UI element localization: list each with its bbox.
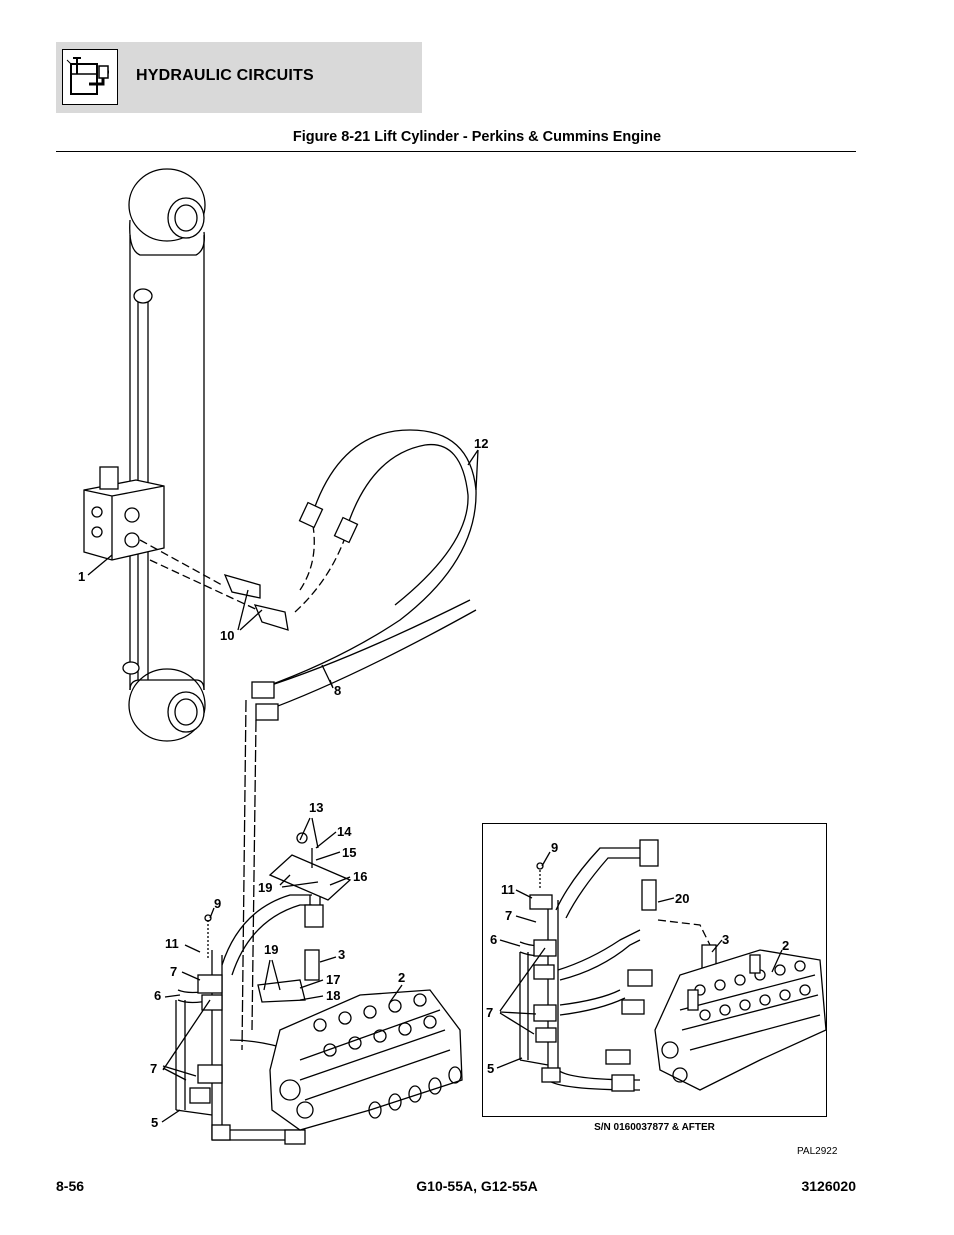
- callout-3: 3: [338, 947, 345, 962]
- callout-1: 1: [78, 569, 85, 584]
- callout-13: 13: [309, 800, 323, 815]
- section-header: HYDRAULIC CIRCUITS: [56, 42, 422, 113]
- callout-14: 14: [337, 824, 352, 839]
- callout-19a: 19: [258, 880, 272, 895]
- drawing-id: PAL2922: [797, 1146, 838, 1157]
- callout-7b: 7: [150, 1061, 157, 1076]
- page-number: 8-56: [56, 1178, 85, 1194]
- callout-18: 18: [326, 988, 340, 1003]
- section-title: HYDRAULIC CIRCUITS: [136, 67, 314, 84]
- callout-6: 6: [154, 988, 161, 1003]
- inset-callout-7b: 7: [486, 1005, 493, 1020]
- callout-19b: 19: [264, 942, 278, 957]
- callout-15: 15: [342, 845, 356, 860]
- title-rule: [56, 151, 856, 152]
- inset-callout-7a: 7: [505, 908, 512, 923]
- inset-callout-6: 6: [490, 932, 497, 947]
- inset-callout-5: 5: [487, 1061, 494, 1076]
- inset-callout-20: 20: [675, 891, 689, 906]
- callout-9: 9: [214, 896, 221, 911]
- inset-callout-11: 11: [501, 882, 515, 897]
- callout-10: 10: [220, 628, 234, 643]
- hydraulic-reservoir-icon: [62, 49, 118, 105]
- callout-17: 17: [326, 972, 340, 987]
- manual-number: 3126020: [801, 1178, 856, 1194]
- callout-8: 8: [334, 683, 341, 698]
- inset-callout-3: 3: [722, 932, 729, 947]
- callout-7a: 7: [170, 964, 177, 979]
- inset-callout-2: 2: [782, 938, 789, 953]
- inset-callout-9: 9: [551, 840, 558, 855]
- inset-frame: [482, 823, 827, 1117]
- callout-16: 16: [353, 869, 367, 884]
- model-numbers: G10-55A, G12-55A: [416, 1178, 538, 1194]
- callout-2: 2: [398, 970, 405, 985]
- callout-11: 11: [165, 936, 179, 951]
- callout-12: 12: [474, 436, 488, 451]
- callout-5: 5: [151, 1115, 158, 1130]
- figure-title: Figure 8-21 Lift Cylinder - Perkins & Cu…: [292, 129, 662, 145]
- inset-caption: S/N 0160037877 & AFTER: [594, 1122, 715, 1133]
